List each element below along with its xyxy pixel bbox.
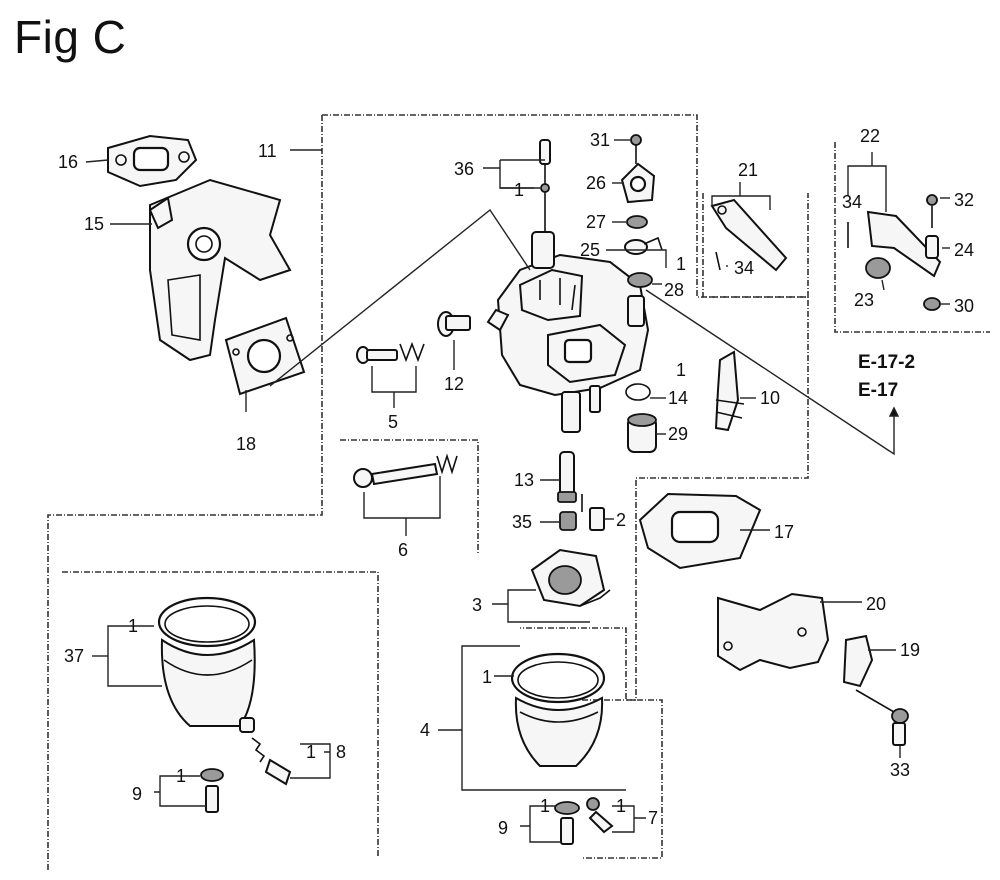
label-37: 37	[64, 646, 84, 666]
label-6: 6	[398, 540, 408, 560]
label-31: 31	[590, 130, 610, 150]
label-1-c: 1	[676, 360, 686, 380]
emulsion-tube-13	[557, 451, 577, 503]
bracket-15	[148, 178, 292, 362]
clip-19	[842, 634, 874, 688]
label-34-b: 34	[842, 192, 862, 212]
screw-7	[586, 797, 614, 834]
valve-25	[624, 236, 663, 255]
label-11: 11	[258, 141, 277, 161]
frame-item-7	[582, 699, 663, 859]
label-1-i: 1	[616, 796, 626, 816]
label-30: 30	[954, 296, 974, 316]
label-5: 5	[388, 412, 398, 432]
label-8: 8	[336, 742, 346, 762]
label-20: 20	[866, 594, 886, 614]
gasket-16	[107, 134, 198, 188]
frame-bowl-set	[62, 571, 379, 858]
label-1-h: 1	[540, 796, 550, 816]
label-16: 16	[58, 152, 78, 172]
screw-31	[630, 134, 642, 164]
bolt-33	[855, 689, 909, 746]
frame-screw-6	[340, 439, 479, 555]
label-12: 12	[444, 374, 464, 394]
gasket-18	[224, 316, 306, 396]
label-36: 36	[454, 159, 474, 179]
throttle-screw-6	[353, 453, 458, 488]
bracket-20	[717, 592, 830, 672]
choke-lever-10	[714, 350, 745, 432]
label-35: 35	[512, 512, 532, 532]
cover-26	[620, 162, 656, 204]
frame-left-lower	[47, 115, 323, 870]
ref-e-17-2: E-17-2	[858, 352, 915, 373]
screw-32	[926, 194, 938, 228]
frame-item-21	[702, 193, 809, 298]
washer-30	[923, 297, 941, 311]
label-34-a: 34	[734, 258, 754, 278]
o-ring-14	[625, 383, 651, 401]
pilot-screw-5	[356, 341, 425, 364]
main-jet-12	[437, 311, 471, 337]
label-2: 2	[616, 510, 626, 530]
label-9-a: 9	[132, 784, 142, 804]
label-9-b: 9	[498, 818, 508, 838]
ref-e-17: E-17	[858, 380, 898, 401]
label-19: 19	[900, 640, 920, 660]
label-15: 15	[84, 214, 104, 234]
screw-8	[251, 737, 292, 786]
float-bowl-37	[157, 596, 257, 733]
gasket-17	[638, 492, 762, 570]
float-bowl-4	[510, 652, 606, 767]
label-32: 32	[954, 190, 974, 210]
needle-2	[581, 494, 605, 531]
lever-22	[847, 210, 942, 279]
label-24: 24	[954, 240, 974, 260]
label-26: 26	[586, 173, 606, 193]
washer-28	[627, 272, 653, 288]
label-17: 17	[774, 522, 794, 542]
label-1-f: 1	[306, 742, 316, 762]
label-7: 7	[648, 808, 658, 828]
figure-title: Fig C	[14, 11, 127, 63]
label-13: 13	[514, 470, 534, 490]
label-18: 18	[236, 434, 256, 454]
label-10: 10	[760, 388, 780, 408]
label-3: 3	[472, 595, 482, 615]
label-1-d: 1	[128, 616, 138, 636]
frame-item-22	[834, 142, 990, 333]
label-1-b: 1	[676, 254, 686, 274]
label-1-e: 1	[482, 667, 492, 687]
label-1-g: 1	[176, 766, 186, 786]
label-33: 33	[890, 760, 910, 780]
label-23: 23	[854, 290, 874, 310]
label-29: 29	[668, 424, 688, 444]
screw-36	[539, 139, 551, 232]
label-4: 4	[420, 720, 430, 740]
float-3	[530, 548, 611, 608]
frame-main	[322, 114, 809, 701]
drain-screw-9	[554, 801, 580, 845]
jet-35	[559, 511, 577, 531]
label-28: 28	[664, 280, 684, 300]
fuel-nozzle-29	[627, 413, 657, 453]
spring-24	[925, 235, 939, 259]
label-25: 25	[580, 240, 600, 260]
label-14: 14	[668, 388, 688, 408]
gasket-27	[626, 215, 648, 229]
label-1-a: 1	[514, 180, 524, 200]
link-21	[710, 198, 788, 272]
label-21: 21	[738, 160, 758, 180]
drain-screw-9-left	[200, 768, 224, 813]
carburetor-body	[486, 231, 650, 433]
label-22: 22	[860, 126, 880, 146]
label-27: 27	[586, 212, 606, 232]
